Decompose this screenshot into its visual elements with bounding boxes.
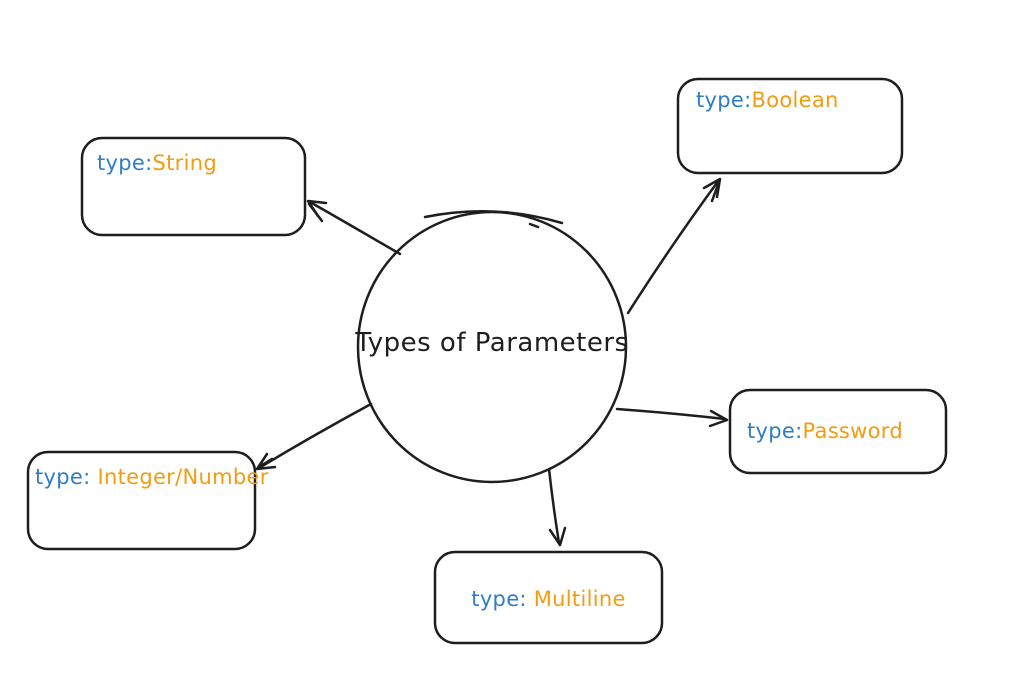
arrowhead-to-password	[708, 409, 729, 428]
value-text-password: Password	[802, 419, 903, 443]
arrowhead-to-boolean	[702, 177, 722, 199]
arrowhead-to-boolean-sketch-stroke	[710, 180, 721, 203]
arrow-to-password	[615, 407, 727, 421]
arrowhead-to-integer-sketch-stroke	[257, 457, 274, 469]
arrow-to-string	[308, 200, 402, 256]
value-text-multiline: Multiline	[533, 587, 626, 611]
type-prefix-boolean: type:	[696, 88, 752, 112]
center-node-label: Types of Parameters	[355, 328, 629, 358]
boolean-box-shape	[676, 77, 904, 175]
password-box-shape	[728, 388, 948, 475]
arrowhead-to-multiline	[548, 526, 567, 547]
arrow-to-boolean	[626, 178, 721, 315]
arrow-to-multiline	[547, 467, 561, 545]
multiline-box-shape	[433, 550, 664, 645]
arrowhead-to-integer	[255, 452, 277, 471]
node-label-boolean: type:Boolean	[696, 87, 839, 113]
type-prefix-string: type:	[97, 151, 153, 175]
node-label-password: type:Password	[747, 418, 903, 444]
integer-box-shape	[26, 450, 257, 551]
node-label-integer-number: type: Integer/Number	[35, 464, 269, 490]
type-prefix-integer-number: type:	[35, 465, 98, 489]
type-prefix-multiline: type:	[471, 587, 534, 611]
type-prefix-password: type:	[747, 419, 803, 443]
node-label-multiline: type: Multiline	[435, 586, 662, 612]
arrowhead-to-string-sketch-stroke	[307, 202, 324, 223]
value-text-string: String	[152, 151, 217, 175]
arrow-to-integer	[257, 402, 373, 470]
string-box-shape	[80, 136, 307, 237]
center-circle-overlap-stroke	[423, 209, 564, 225]
center-circle-pen-tick	[528, 222, 540, 229]
value-text-boolean: Boolean	[751, 88, 839, 112]
node-label-string: type:String	[97, 150, 217, 176]
value-text-integer-number: Integer/Number	[97, 465, 269, 489]
